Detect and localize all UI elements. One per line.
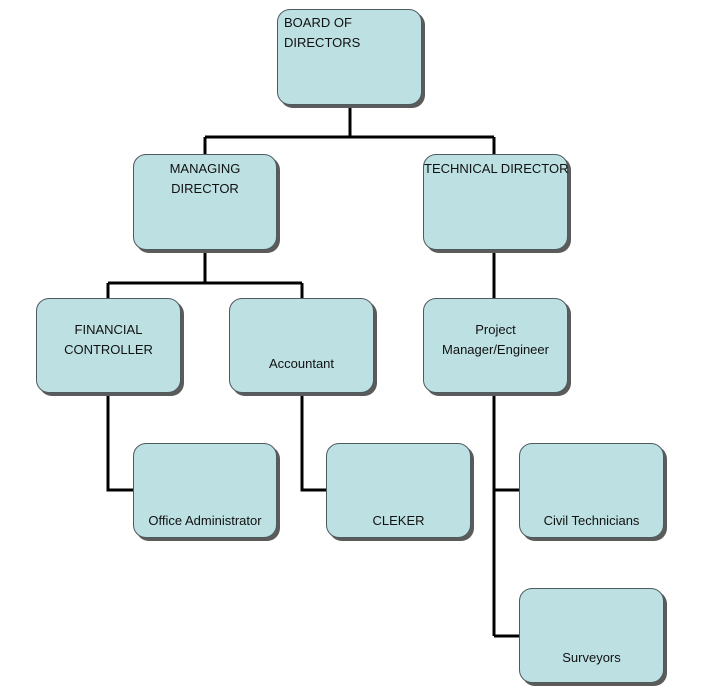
managing-director-label-line-1: MANAGING: [169, 161, 241, 176]
project-manager-engineer-box: Project Manager/Engineer: [423, 298, 568, 393]
project-manager-engineer-label-line-1: Project: [475, 322, 516, 337]
managing-director-box: MANAGING DIRECTOR: [133, 154, 277, 250]
accountant-label: Accountant: [230, 354, 373, 374]
connector-pm-to-field-staff: [492, 393, 519, 638]
technical-director-label: TECHNICAL DIRECTOR: [424, 159, 569, 179]
civil-technicians-box: Civil Technicians: [519, 443, 664, 538]
board-of-directors-label-line-2: DIRECTORS: [284, 35, 361, 50]
accountant-label-line-1: Accountant: [268, 356, 335, 371]
connector-accountant-to-cleker: [300, 393, 326, 492]
office-administrator-label-line-1: Office Administrator: [148, 513, 262, 528]
connector-fc-to-office-administrator: [106, 393, 133, 492]
project-manager-engineer-label: Project Manager/Engineer: [424, 320, 567, 360]
financial-controller-label-line-1: FINANCIAL: [74, 322, 143, 337]
surveyors-box: Surveyors: [519, 588, 664, 683]
cleker-box: CLEKER: [326, 443, 471, 538]
accountant-box: Accountant: [229, 298, 374, 393]
project-manager-engineer-label-line-2: Manager/Engineer: [442, 342, 549, 357]
surveyors-label: Surveyors: [520, 648, 663, 668]
surveyors-label-line-1: Surveyors: [562, 650, 621, 665]
financial-controller-box: FINANCIAL CONTROLLER: [36, 298, 181, 393]
financial-controller-label: FINANCIAL CONTROLLER: [37, 320, 180, 360]
connector-md-to-finance: [106, 250, 304, 298]
office-administrator-box: Office Administrator: [133, 443, 277, 538]
board-of-directors-label-line-1: BOARD OF: [284, 15, 352, 30]
civil-technicians-label: Civil Technicians: [520, 511, 663, 531]
cleker-label-line-1: CLEKER: [372, 513, 425, 528]
financial-controller-label-line-2: CONTROLLER: [64, 342, 153, 357]
office-administrator-label: Office Administrator: [134, 511, 276, 531]
cleker-label: CLEKER: [327, 511, 470, 531]
managing-director-label-line-2: DIRECTOR: [171, 181, 239, 196]
board-of-directors-label: BOARD OF DIRECTORS: [284, 13, 360, 53]
connector-board-to-directors: [203, 105, 496, 155]
civil-technicians-label-line-1: Civil Technicians: [543, 513, 640, 528]
technical-director-label-line-1: TECHNICAL DIRECTOR: [424, 161, 569, 176]
technical-director-box: TECHNICAL DIRECTOR: [423, 154, 568, 250]
managing-director-label: MANAGING DIRECTOR: [134, 159, 276, 199]
board-of-directors-box: BOARD OF DIRECTORS: [277, 9, 422, 105]
